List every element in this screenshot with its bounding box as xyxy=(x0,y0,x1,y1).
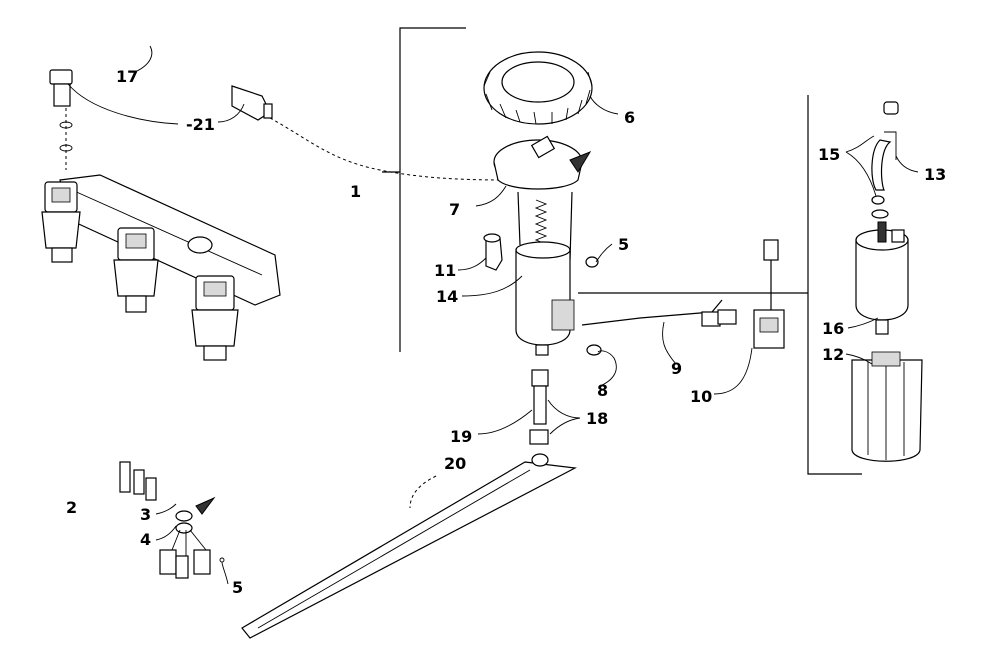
callout-14: 14 xyxy=(436,287,458,306)
callout-labels: 1 2 3 4 5 5 6 7 8 9 10 11 12 13 14 15 16… xyxy=(66,67,946,597)
pickup-tube xyxy=(529,369,549,445)
callout-7: 7 xyxy=(449,200,460,219)
callout-16: 16 xyxy=(822,319,844,338)
callout-17: 17 xyxy=(116,67,138,86)
callout-9: 9 xyxy=(671,359,682,378)
lock-ring xyxy=(483,51,593,125)
wire-harness xyxy=(581,239,785,349)
callout-10: 10 xyxy=(690,387,712,406)
callout-3: 3 xyxy=(140,505,151,524)
filter-strap xyxy=(241,453,577,639)
callout-21: -21 xyxy=(186,115,215,134)
callout-13: 13 xyxy=(924,165,946,184)
fuel-hose xyxy=(49,36,273,121)
callout-20: 20 xyxy=(444,454,466,473)
callout-2: 2 xyxy=(66,498,77,517)
leader-lines xyxy=(67,45,919,585)
fuel-rail-injectors xyxy=(41,108,281,361)
callout-5-pump: 5 xyxy=(618,235,629,254)
callout-19: 19 xyxy=(450,427,472,446)
callout-11: 11 xyxy=(434,261,456,280)
callout-1: 1 xyxy=(350,182,361,201)
callout-12: 12 xyxy=(822,345,844,364)
callout-8: 8 xyxy=(597,381,608,400)
pump-detail xyxy=(851,101,923,462)
callout-6: 6 xyxy=(624,108,635,127)
pump-assembly xyxy=(483,135,602,356)
bracket-lines xyxy=(382,27,862,475)
callout-15: 15 xyxy=(818,145,840,164)
callout-5-harness: 5 xyxy=(232,578,243,597)
sub-harness xyxy=(119,426,225,579)
callout-18: 18 xyxy=(586,409,608,428)
callout-4: 4 xyxy=(140,530,151,549)
